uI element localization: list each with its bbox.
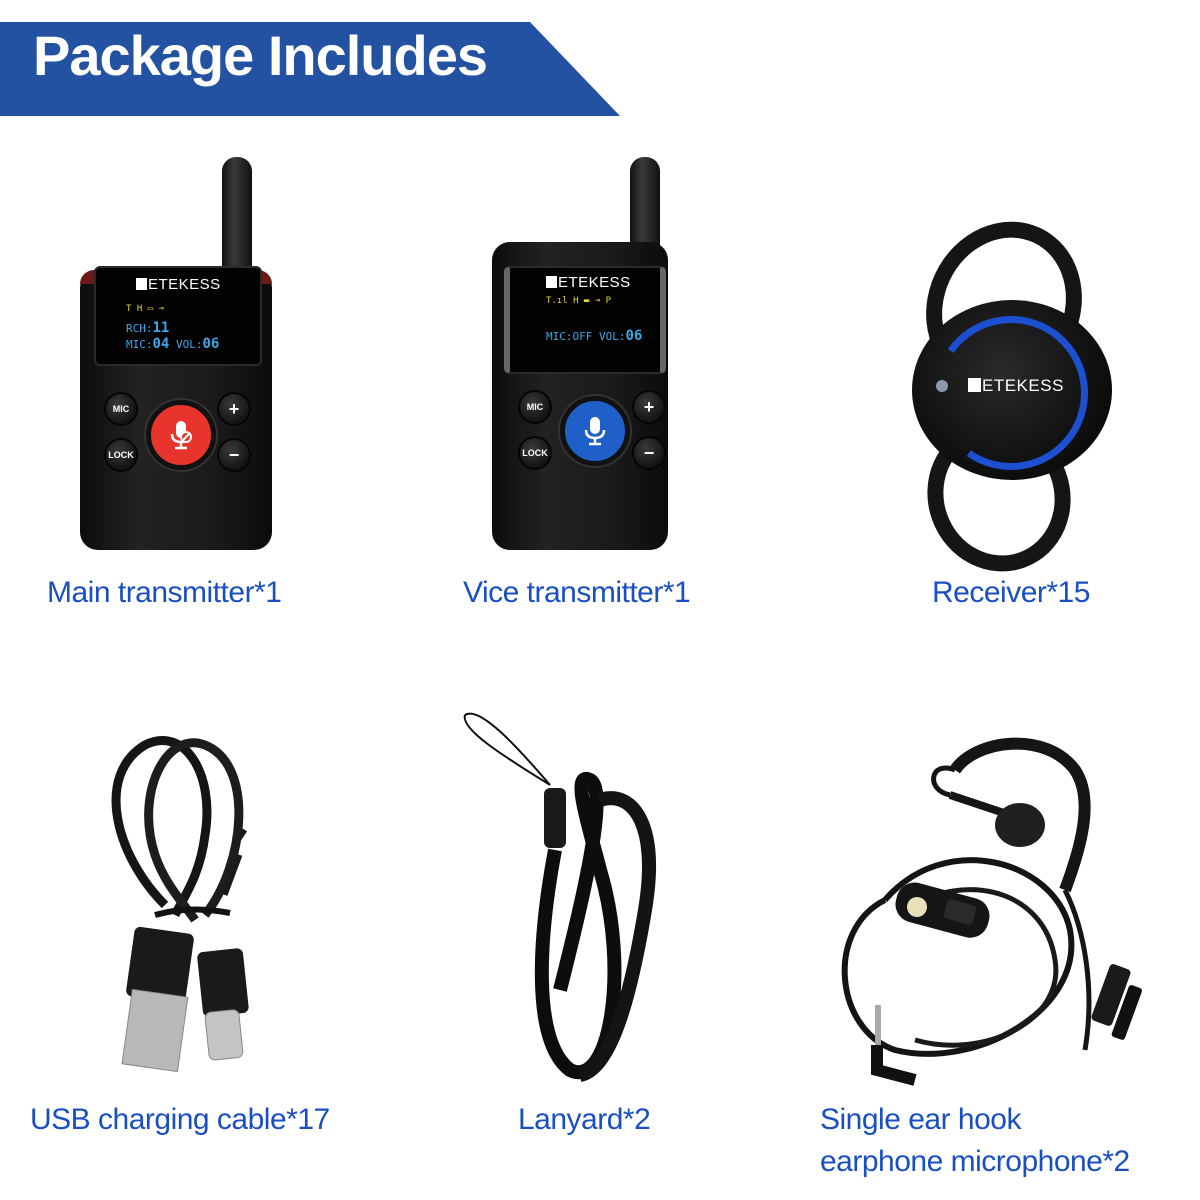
ptt-button (146, 400, 216, 470)
usb-cable-image (111, 736, 249, 1073)
earphone-image (841, 737, 1142, 1086)
mic-button: MIC (104, 392, 138, 426)
lcd-mic-vol: MIC:04 VOL:06 (126, 336, 220, 352)
lock-button: LOCK (518, 436, 552, 470)
caption-vice-transmitter: Vice transmitter*1 (463, 576, 691, 609)
page-title: Package Includes (33, 24, 488, 87)
caption-earphone-line1: Single ear hook (820, 1103, 1021, 1136)
antenna (222, 157, 252, 277)
volume-up-button: + (632, 390, 666, 424)
brand-logo: ETEKESS (546, 274, 631, 291)
caption-earphone-line2: earphone microphone*2 (820, 1145, 1130, 1178)
caption-lanyard: Lanyard*2 (518, 1103, 651, 1136)
oled-screen: ETEKESS T.ıl H ▬ ⊸ P MIC:OFF VOL:06 (504, 266, 666, 374)
status-led (936, 380, 948, 392)
status-indicators: T H ▭ ⊸ (126, 304, 164, 314)
mic-muted-icon (170, 421, 192, 450)
brand-logo: ETEKESS (136, 276, 221, 293)
oled-screen: ETEKESS T H ▭ ⊸ RCH:11 MIC:04 VOL:06 (94, 266, 262, 366)
caption-main-transmitter: Main transmitter*1 (47, 576, 282, 609)
caption-usb-cable: USB charging cable*17 (30, 1103, 330, 1136)
volume-up-button: + (217, 392, 251, 426)
status-indicators: T.ıl H ▬ ⊸ P (546, 296, 612, 306)
lock-button: LOCK (104, 438, 138, 472)
package-includes-banner (0, 22, 620, 116)
receiver-body: ETEKESS (912, 300, 1112, 483)
lcd-channel: RCH:11 (126, 320, 170, 336)
volume-down-button: − (632, 436, 666, 470)
lcd-mic-vol: MIC:OFF VOL:06 (546, 328, 643, 344)
mic-label (907, 897, 927, 917)
mic-icon (584, 417, 606, 446)
ptt-button (560, 396, 630, 466)
volume-down-button: − (217, 438, 251, 472)
lanyard-image (463, 712, 656, 1082)
caption-receiver: Receiver*15 (932, 576, 1090, 609)
mic-button: MIC (518, 390, 552, 424)
brand-logo: ETEKESS (968, 376, 1064, 396)
